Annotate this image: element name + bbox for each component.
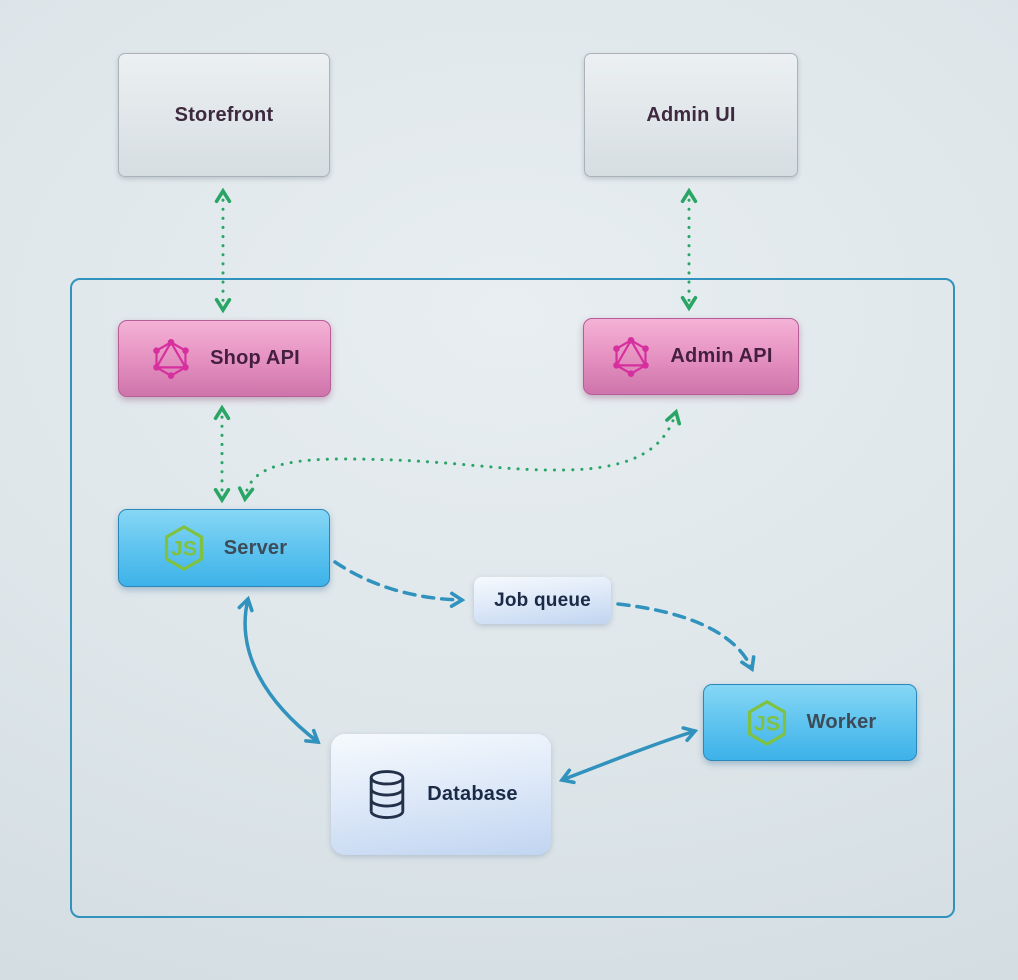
- node-shop-api: Shop API: [118, 320, 331, 397]
- shop-api-label: Shop API: [210, 347, 300, 369]
- node-admin-ui: Admin UI: [584, 53, 798, 177]
- node-database: Database: [331, 734, 551, 855]
- admin-ui-label: Admin UI: [646, 103, 736, 126]
- svg-text:JS: JS: [754, 712, 780, 735]
- database-label: Database: [427, 783, 518, 805]
- database-icon: [364, 767, 410, 823]
- storefront-label: Storefront: [174, 103, 274, 126]
- node-worker: JS Worker: [703, 684, 917, 761]
- node-server: JS Server: [118, 509, 330, 587]
- job-queue-label: Job queue: [494, 589, 591, 611]
- graphql-icon: [149, 337, 193, 381]
- nodejs-icon: JS: [744, 699, 790, 747]
- svg-text:JS: JS: [171, 537, 197, 560]
- server-boundary-container: [70, 278, 955, 918]
- node-admin-api: Admin API: [583, 318, 799, 395]
- graphql-icon: [609, 335, 653, 379]
- node-job-queue: Job queue: [474, 577, 611, 624]
- admin-api-label: Admin API: [670, 345, 773, 367]
- server-label: Server: [223, 536, 288, 559]
- node-storefront: Storefront: [118, 53, 330, 177]
- worker-label: Worker: [806, 711, 877, 733]
- nodejs-icon: JS: [161, 524, 207, 572]
